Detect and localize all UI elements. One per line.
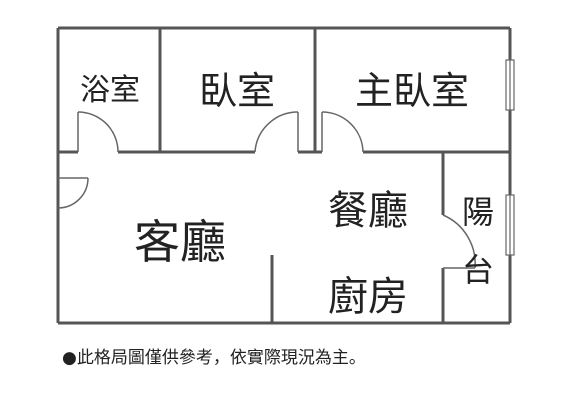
room-label-bathroom: 浴室 xyxy=(80,73,140,108)
interior-walls xyxy=(58,28,510,323)
floor-plan: 浴室 臥室 主臥室 客廳 餐廳 廚房 陽 台 xyxy=(56,26,515,325)
room-label-balcony-top: 陽 xyxy=(462,193,494,231)
room-label-living-room: 客廳 xyxy=(134,215,226,269)
doors xyxy=(57,111,476,269)
master-bedroom-door-swing xyxy=(321,111,364,153)
balcony-door-swing xyxy=(442,214,476,269)
room-label-balcony-bottom: 台 xyxy=(462,251,494,289)
room-label-kitchen: 廚房 xyxy=(328,274,408,320)
room-label-master-bedroom: 主臥室 xyxy=(355,69,469,113)
room-label-dining-room: 餐廳 xyxy=(328,188,408,234)
entrance-door-swing xyxy=(57,177,89,209)
bedroom-door-swing xyxy=(254,111,299,153)
disclaimer-note: ●此格局圖僅供參考，依實際現況為主。 xyxy=(62,348,366,368)
bathroom-door-swing xyxy=(77,111,119,153)
windows xyxy=(505,59,515,256)
room-label-bedroom: 臥室 xyxy=(199,69,275,113)
